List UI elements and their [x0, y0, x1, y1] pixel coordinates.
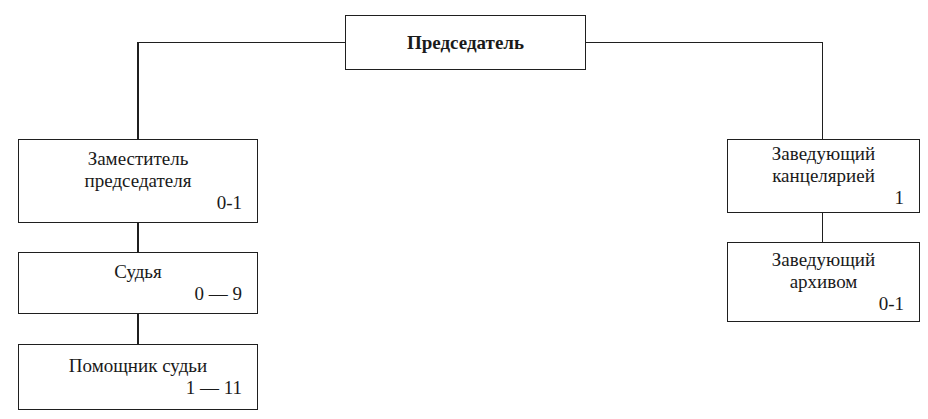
node-chairman: Председатель	[345, 15, 586, 70]
node-archive-manager: Заведующий архивом 0-1	[727, 242, 920, 322]
node-assistant-label: Помощник судьи	[19, 355, 257, 377]
node-deputy-count: 0-1	[19, 192, 257, 214]
node-office-count: 1	[728, 187, 919, 209]
connector-root-office-v	[822, 42, 824, 140]
node-judge-assistant: Помощник судьи 1 — 11	[18, 344, 258, 410]
connector-judge-assistant	[137, 314, 139, 344]
node-archive-line2: архивом	[728, 271, 919, 293]
node-office-line1: Заведующий	[728, 143, 919, 165]
connector-office-archive	[822, 213, 824, 242]
node-assistant-count: 1 — 11	[19, 377, 257, 399]
node-archive-count: 0-1	[728, 293, 919, 315]
node-office-line2: канцелярией	[728, 165, 919, 187]
connector-root-deputy-h	[137, 42, 345, 44]
node-office-manager: Заведующий канцелярией 1	[727, 139, 920, 213]
node-archive-line1: Заведующий	[728, 249, 919, 271]
node-deputy-line2: председателя	[19, 170, 257, 192]
node-judge: Судья 0 — 9	[18, 252, 258, 314]
node-judge-label: Судья	[19, 261, 257, 283]
connector-deputy-judge	[137, 223, 139, 252]
connector-root-office-h	[586, 42, 823, 44]
node-judge-count: 0 — 9	[19, 283, 257, 305]
connector-root-deputy-v	[137, 42, 139, 140]
node-chairman-label: Председатель	[346, 32, 585, 54]
node-deputy-line1: Заместитель	[19, 148, 257, 170]
node-deputy-chairman: Заместитель председателя 0-1	[18, 139, 258, 223]
